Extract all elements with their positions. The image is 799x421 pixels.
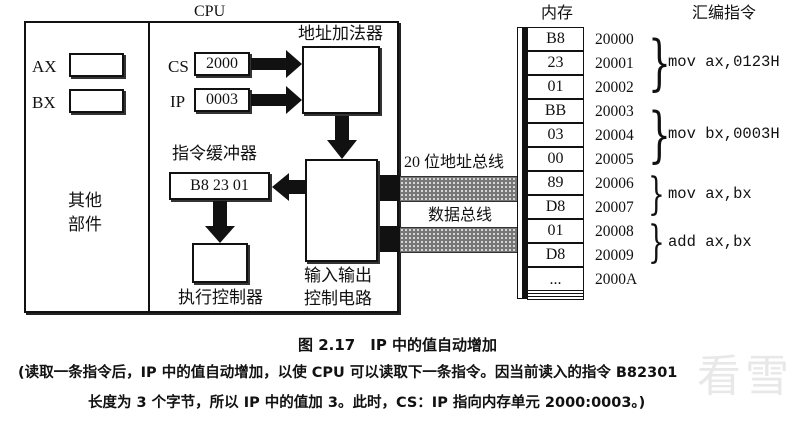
ip-label: IP — [170, 92, 186, 111]
io-control-circuit — [305, 159, 378, 262]
io-circuit-label-2: 控制电路 — [304, 289, 372, 308]
address-adder — [302, 46, 380, 114]
address-adder-label: 地址加法器 — [298, 24, 383, 43]
other-parts-label-2: 部件 — [68, 215, 102, 234]
memory-cell: 23 — [527, 51, 584, 75]
brace-icon: } — [648, 28, 671, 98]
instruction-buffer-label: 指令缓冲器 — [172, 144, 257, 163]
memory-cell: B8 — [527, 27, 584, 51]
assembly-instruction: mov ax,0123H — [668, 53, 780, 71]
memory-address: 20001 — [595, 55, 634, 72]
caption-line-2: 长度为 3 个字节，所以 IP 中的值加 3。此时，CS：IP 指向内存单元 2… — [88, 395, 646, 411]
figure-title: 图 2.17 IP 中的值自动增加 — [298, 336, 498, 354]
memory-address: 20009 — [595, 247, 634, 264]
memory-address: 20002 — [595, 79, 634, 96]
arrow-ip-to-adder — [251, 86, 302, 114]
memory-cell: D8 — [527, 195, 584, 219]
exec-controller-label: 执行控制器 — [178, 288, 263, 307]
ip-register: 0003 — [194, 88, 250, 112]
brace-icon: } — [648, 217, 665, 268]
assembly-instruction: mov bx,0003H — [668, 125, 780, 143]
memory-cell: 03 — [527, 123, 584, 147]
memory-cell: D8 — [527, 243, 584, 267]
assembly-instruction: mov ax,bx — [668, 185, 752, 203]
exec-controller — [192, 243, 248, 283]
address-bus — [400, 176, 518, 202]
ax-label: AX — [32, 57, 57, 76]
arrow-adder-to-io — [327, 116, 357, 159]
arrow-io-to-buffer — [272, 173, 305, 201]
cpu-title: CPU — [194, 3, 226, 20]
memory-rail-bar — [523, 27, 527, 299]
memory-continuation — [527, 290, 584, 300]
cpu-divider — [148, 21, 150, 313]
memory-address: 20006 — [595, 175, 634, 192]
bx-label: BX — [32, 93, 56, 112]
data-bus-label: 数据总线 — [428, 207, 493, 224]
arrow-cs-to-adder — [251, 50, 302, 78]
address-bus-label: 20 位地址总线 — [404, 154, 505, 171]
arrow-buffer-to-exec — [205, 201, 235, 243]
memory-address: 20007 — [595, 199, 634, 216]
memory-address: 2000A — [595, 271, 638, 288]
memory-cell: 01 — [527, 75, 584, 99]
memory-cell: 00 — [527, 147, 584, 171]
memory-address: 20000 — [595, 31, 634, 48]
memory-address: 20003 — [595, 103, 634, 120]
brace-icon: } — [648, 169, 665, 220]
memory-rail — [517, 27, 523, 299]
watermark-logo: 看雪 — [697, 351, 793, 402]
memory-address: 20008 — [595, 223, 634, 240]
caption-line-1: (读取一条指令后，IP 中的值自动增加，以使 CPU 可以读取下一条指令。因当前… — [18, 365, 678, 381]
instruction-buffer: B8 23 01 — [169, 172, 270, 200]
assembly-title: 汇编指令 — [692, 5, 757, 22]
io-circuit-label-1: 输入输出 — [304, 266, 372, 285]
assembly-instruction: add ax,bx — [668, 233, 752, 251]
ax-register — [69, 53, 124, 77]
memory-cell: 89 — [527, 171, 584, 195]
memory-address: 20004 — [595, 127, 634, 144]
address-bus-stub — [380, 175, 400, 201]
cs-label: CS — [168, 57, 189, 76]
memory-cell: BB — [527, 99, 584, 123]
data-bus-stub — [380, 226, 400, 252]
bx-register — [69, 89, 124, 113]
memory-title: 内存 — [541, 5, 574, 22]
memory-address: 20005 — [595, 151, 634, 168]
memory-cell: 01 — [527, 219, 584, 243]
brace-icon: } — [648, 100, 671, 170]
cs-register: 2000 — [194, 52, 250, 76]
data-bus — [400, 227, 518, 253]
other-parts-label-1: 其他 — [68, 191, 102, 210]
